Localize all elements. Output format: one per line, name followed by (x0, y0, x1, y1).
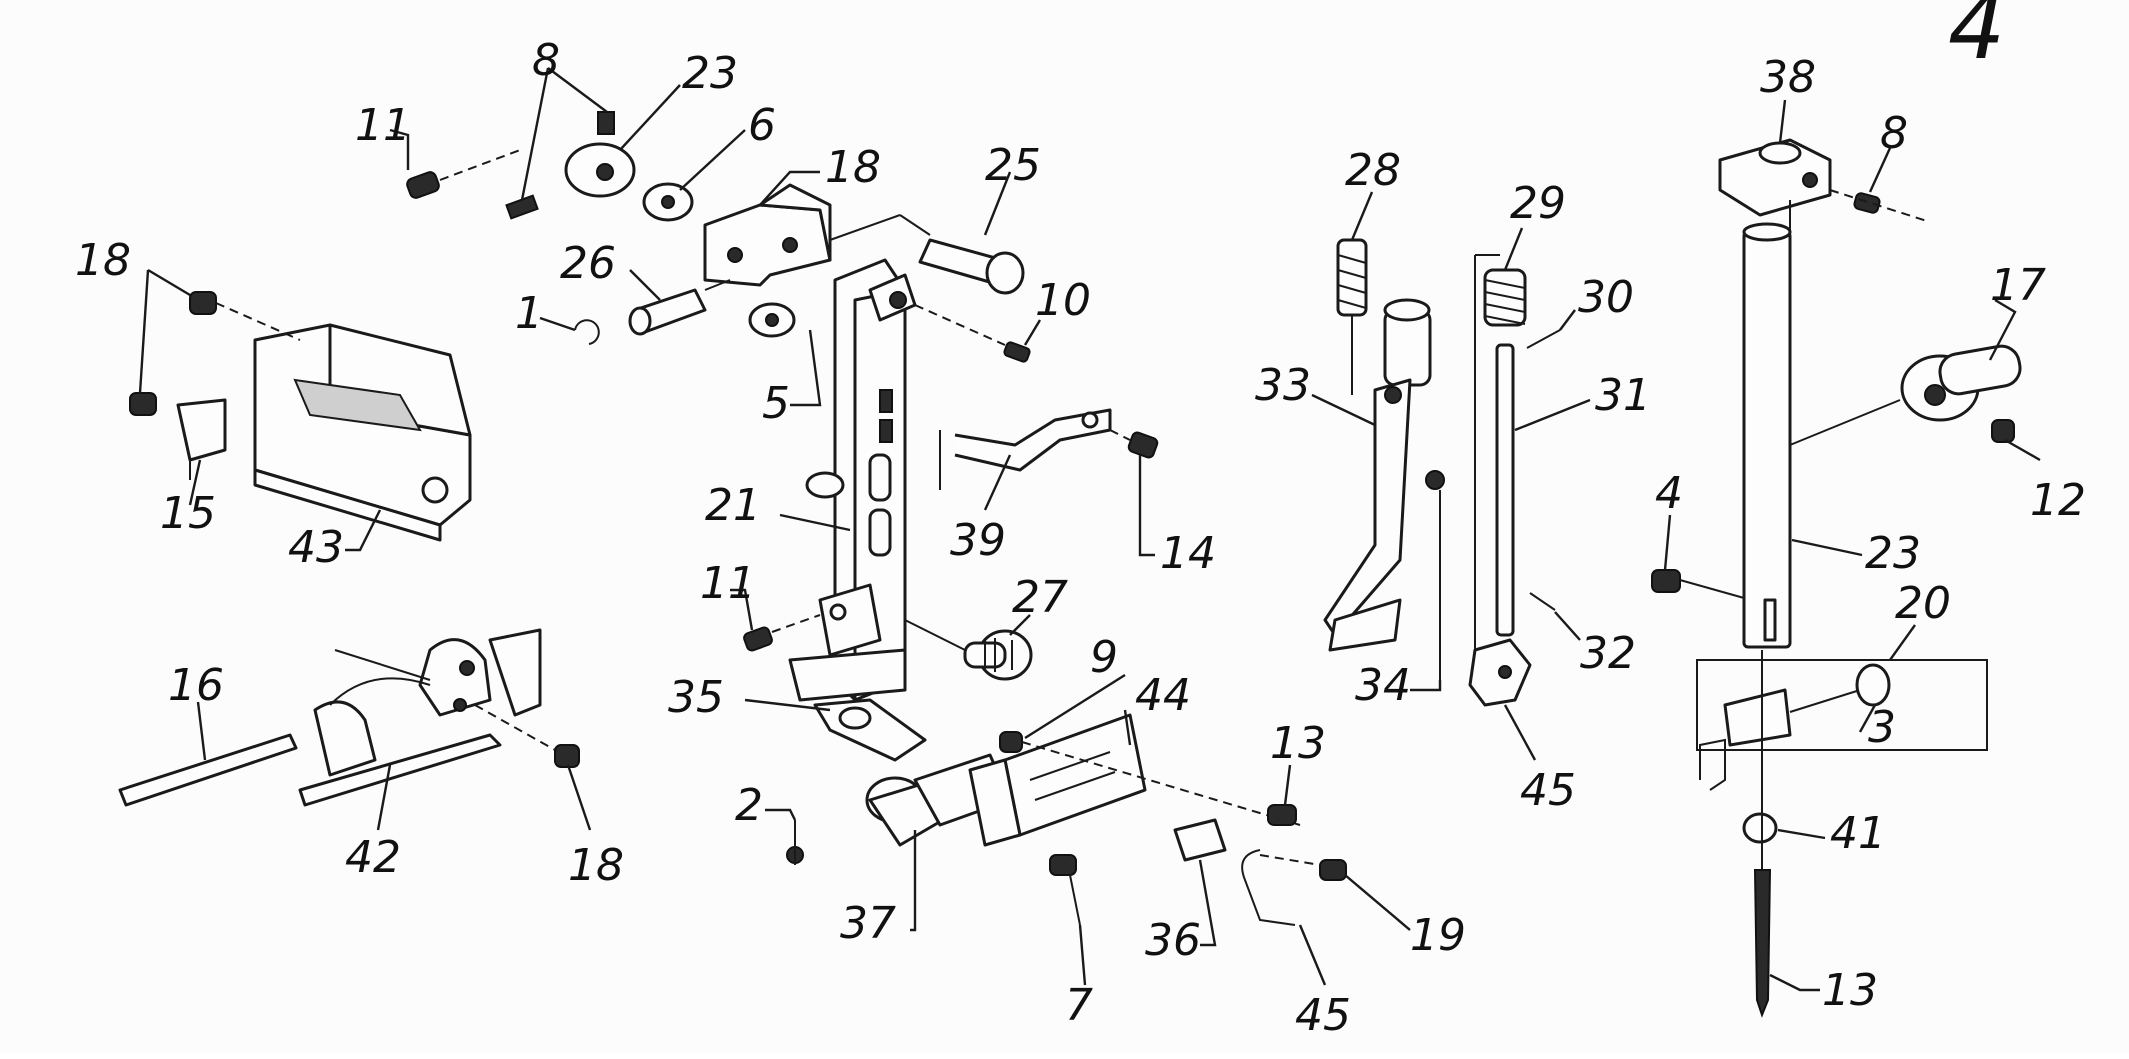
needle-12 (1753, 869, 1772, 1018)
callout-21: 21 (705, 480, 761, 531)
callout-1: 1 (515, 288, 543, 339)
set-screw-small (406, 149, 521, 199)
callout-17: 17 (1990, 260, 2046, 311)
spring-29 (1483, 268, 1527, 327)
pin-32 (1529, 592, 1556, 611)
callout-12: 13 (1822, 965, 1878, 1016)
callout-28: 28 (1345, 145, 1401, 196)
presser-bar (1742, 200, 1901, 649)
tiny-screw-2 (786, 820, 804, 865)
callout-7: 7 (1065, 980, 1093, 1031)
callout-45: 45 (1520, 765, 1576, 816)
callout-14: 14 (1160, 528, 1216, 579)
callout-9: 9 (1090, 632, 1118, 683)
e-clip (574, 319, 600, 345)
needle-clamp-box (1696, 659, 1988, 751)
callout-39: 39 (950, 515, 1006, 566)
bar-screw-4 (1651, 569, 1745, 599)
screw-19 (1259, 854, 1347, 881)
callout-36: 36 (1145, 915, 1201, 966)
callout-31: 31 (1595, 370, 1651, 421)
callout-44: 45 (1295, 990, 1351, 1041)
callout-30: 30 (1578, 272, 1634, 323)
callout-2: 2 (735, 780, 763, 831)
callout-43: 44 (1135, 670, 1191, 721)
callout-41: 42 (345, 832, 401, 883)
spring-26 (904, 619, 1033, 681)
callout-42: 43 (288, 522, 344, 573)
callout-33: 33 (1255, 360, 1311, 411)
spring-screw-10 (914, 304, 1031, 363)
screw-7 (1049, 854, 1081, 926)
page-number: 4 (1948, 0, 2005, 80)
short-pin (628, 288, 707, 336)
callout-40: 41 (1830, 808, 1886, 859)
spring-wire-44 (1241, 849, 1296, 926)
callout-3: 3 (1868, 702, 1896, 753)
callout-10: 10 (1035, 275, 1091, 326)
callout-34: 34 (1355, 660, 1411, 711)
mounting-bracket (253, 323, 472, 542)
callout-37: 37 (840, 898, 896, 949)
callout-26: 27 (1012, 572, 1068, 623)
upper-block (1718, 138, 1832, 217)
callout-35: 35 (668, 672, 724, 723)
cam-screw (474, 704, 580, 768)
callout-11a: 11 (355, 100, 411, 151)
callout-29: 29 (1510, 178, 1566, 229)
main-frame (788, 258, 917, 702)
screw-13 (1267, 804, 1297, 826)
pin-30 (1526, 329, 1561, 349)
side-clamp-17 (1900, 344, 2022, 422)
callout-15: 15 (160, 488, 216, 539)
clamp-hub (505, 111, 636, 220)
spring-28 (1336, 238, 1368, 395)
callout-25: 26 (560, 238, 616, 289)
block-36 (1173, 818, 1227, 862)
callout-11b: 11 (700, 558, 756, 609)
callout-5: 5 (762, 378, 790, 429)
washer (642, 182, 694, 222)
thread-rod (118, 733, 298, 807)
washer-lower (748, 302, 796, 338)
needle-clamp-45 (1468, 638, 1532, 707)
callout-24: 25 (985, 140, 1041, 191)
callout-27: 23 (682, 48, 738, 99)
callout-32: 32 (1580, 628, 1636, 679)
callout-11c: 12 (2030, 475, 2086, 526)
small-plate (176, 398, 227, 480)
block-screw-8 (1829, 189, 1931, 223)
yoke-bracket (703, 183, 832, 287)
callout-4: 4 (1655, 468, 1683, 519)
needle-bar-rod (1474, 254, 1515, 680)
bracket-screw (129, 291, 301, 416)
feed-plate (813, 698, 927, 762)
callout-38: 38 (1760, 52, 1816, 103)
callout-16: 16 (168, 660, 224, 711)
callout-6: 6 (748, 100, 776, 151)
callout-8b: 8 (1880, 108, 1908, 159)
screw-9 (999, 731, 1301, 826)
callout-22: 18 (825, 142, 881, 193)
callout-23: 23 (1865, 528, 1921, 579)
pin-connectors (704, 214, 931, 291)
frame-screw (743, 614, 821, 652)
callout-8a: 8 (532, 35, 560, 86)
callout-19: 19 (1410, 910, 1466, 961)
hinge-pin (918, 238, 1025, 295)
callout-20: 20 (1895, 578, 1951, 629)
callout-labels: 11 8 23 6 18 25 18 26 1 10 5 15 43 21 39… (75, 35, 2086, 1041)
guide-plate (968, 713, 1147, 847)
presser-foot (1323, 298, 1445, 680)
callout-18a: 18 (75, 235, 131, 286)
leader-lines (138, 67, 2041, 992)
cam-plate (298, 628, 542, 807)
side-screw-11 (1991, 419, 2015, 443)
callout-18b: 18 (568, 840, 624, 891)
callout-13: 13 (1270, 718, 1326, 769)
lever-screw (1109, 429, 1159, 459)
lever-arm (939, 408, 1112, 490)
